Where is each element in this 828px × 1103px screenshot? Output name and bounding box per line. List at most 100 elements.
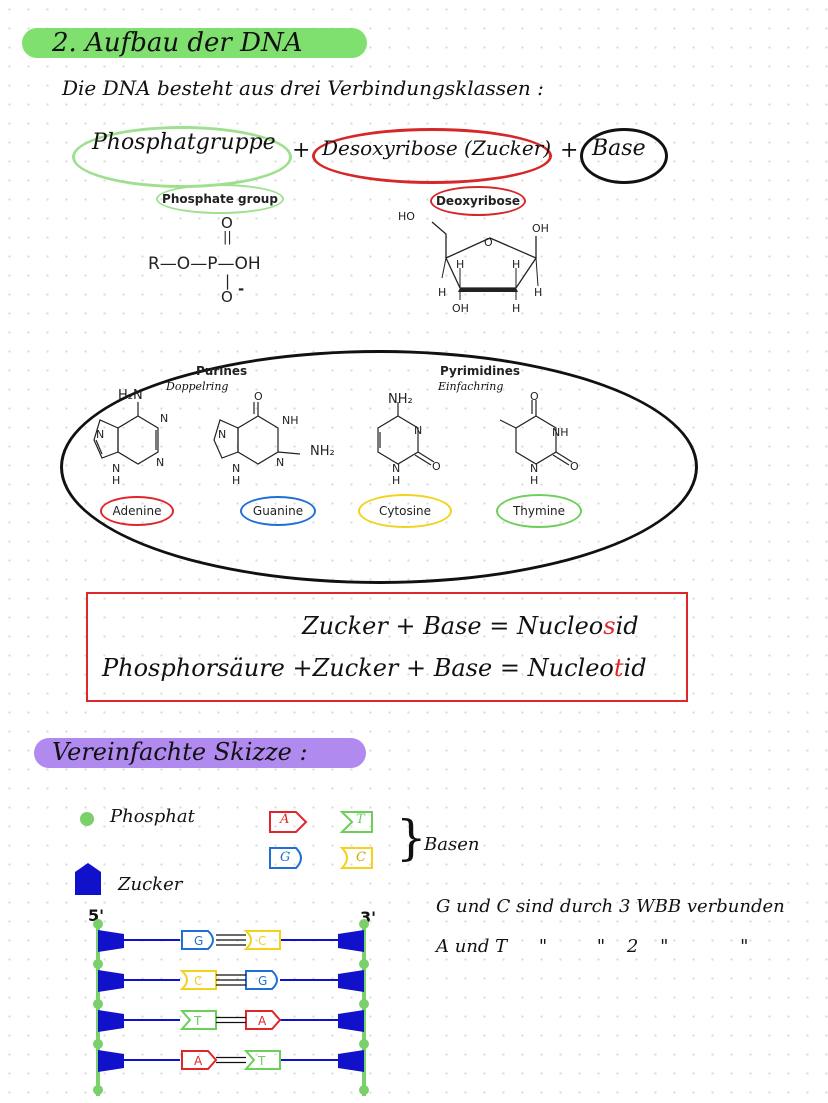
plus-1: + xyxy=(292,138,311,163)
sugar-right xyxy=(338,970,364,992)
cytosine-nh2: NH₂ xyxy=(388,392,413,407)
thymine-n: N xyxy=(530,462,539,475)
phosphate-double-bond: || xyxy=(223,230,232,245)
nucleotid-b: id xyxy=(623,654,647,682)
deoxy-h3: H xyxy=(438,286,447,299)
note-at-q3: " xyxy=(660,936,669,957)
phosphate-bottom-o: O xyxy=(221,288,233,306)
legend-phosphat: Phosphat xyxy=(110,806,195,827)
adenine-h2n: H₂N xyxy=(118,388,143,403)
legend-tag-t: T xyxy=(356,812,365,827)
guanine-nh2: NH₂ xyxy=(310,444,335,459)
sugar-oval xyxy=(312,128,552,184)
guanine-n3: N xyxy=(232,462,241,475)
base-pill-cytosine: Cytosine xyxy=(358,494,452,528)
base-pill-adenine: Adenine xyxy=(100,496,174,526)
guanine-n2: N xyxy=(276,456,285,469)
nucleosid-red: s xyxy=(603,612,616,640)
nucleosid-b: id xyxy=(615,612,639,640)
base-pill-guanine: Guanine xyxy=(240,496,316,526)
phosphate-dot xyxy=(359,1085,369,1095)
cytosine-n1: N xyxy=(414,424,423,437)
phosphate-dot xyxy=(359,919,369,929)
guanine-h: H xyxy=(232,474,241,487)
nucleotid-a: Nucleo xyxy=(527,654,614,682)
legend-tag-c: C xyxy=(356,850,366,865)
sketch-highlight xyxy=(34,738,366,768)
base-tag-letter-right: G xyxy=(258,974,267,988)
equation-nucleosid: Zucker + Base = Nucleosid xyxy=(302,612,639,640)
deoxy-ring-o: O xyxy=(484,236,493,249)
phosphate-group-label: Phosphate group xyxy=(156,184,284,214)
legend-basen: Basen xyxy=(424,834,480,855)
nucleotid-red: t xyxy=(613,654,624,682)
class-sugar: Desoxyribose (Zucker) xyxy=(322,136,552,160)
sugar-left xyxy=(98,1050,124,1072)
sugar-left xyxy=(98,970,124,992)
pyrimidines-title: Pyrimidines xyxy=(440,364,521,378)
purines-title: Purines xyxy=(196,364,248,378)
basen-brace: } xyxy=(396,810,427,866)
deoxy-h4: H xyxy=(534,286,543,299)
sugar-right xyxy=(338,1050,364,1072)
title-highlight xyxy=(22,28,367,58)
base-tag-left xyxy=(179,1010,217,1030)
sugar-right xyxy=(338,930,364,952)
note-at-q2: " xyxy=(596,936,606,957)
phosphate-row: R—O—P—OH xyxy=(148,254,261,274)
base-tag-letter-left: T xyxy=(193,1014,202,1028)
base-tags-legend xyxy=(269,811,373,869)
bases-oval xyxy=(60,350,698,584)
cytosine-h: H xyxy=(392,474,401,487)
note-at: A und T " " 2 " " xyxy=(436,936,828,957)
zucker-pentagon-icon xyxy=(75,863,101,895)
legend-tag-g: G xyxy=(280,850,291,865)
base-tag-left xyxy=(179,970,217,990)
phosphate-minus: - xyxy=(238,280,245,298)
legend-zucker: Zucker xyxy=(118,874,183,895)
sketch-title: Vereinfachte Skizze : xyxy=(52,738,308,766)
pyrimidines-note: Einfachring xyxy=(438,380,504,393)
sugar-right xyxy=(338,1010,364,1032)
phosphate-dot xyxy=(93,1039,103,1049)
sugar-left xyxy=(98,930,124,952)
guanine-o: O xyxy=(254,390,263,403)
base-tag-letter-right: T xyxy=(257,1054,266,1068)
phosphate-dot xyxy=(93,919,103,929)
base-tag-letter-left: C xyxy=(194,974,202,988)
phosphate-dot xyxy=(359,959,369,969)
deoxyribose-label: Deoxyribose xyxy=(430,186,526,216)
base-tag-letter-right: A xyxy=(258,1014,267,1028)
base-tag-letter-left: A xyxy=(194,1054,203,1068)
class-phosphate: Phosphatgruppe xyxy=(92,130,276,155)
base-tag-letter-left: G xyxy=(194,934,203,948)
phosphate-dot xyxy=(93,1085,103,1095)
base-tag-right xyxy=(245,1010,282,1030)
base-tag-left xyxy=(181,1050,218,1070)
adenine-n1: N xyxy=(160,412,169,425)
thymine-o1: O xyxy=(530,390,539,403)
note-at-label: A und T xyxy=(436,936,508,957)
deoxyribose-structure xyxy=(431,221,539,300)
thymine-nh: NH xyxy=(552,426,569,439)
phosphate-top-o: O xyxy=(221,214,233,232)
intro-text: Die DNA besteht aus drei Verbindungsklas… xyxy=(62,76,544,100)
thymine-o2: O xyxy=(570,460,579,473)
base-oval xyxy=(580,128,668,184)
adenine-h: H xyxy=(112,474,121,487)
adenine-n2: N xyxy=(96,428,105,441)
equation-box xyxy=(86,592,688,702)
deoxy-h1: H xyxy=(456,258,465,271)
word-nucleosid: Nucleosid xyxy=(517,612,639,640)
base-tag-right xyxy=(245,970,278,990)
phosphate-dot xyxy=(359,1039,369,1049)
note-at-num: 2 xyxy=(626,936,639,957)
deoxy-oh-right: OH xyxy=(532,222,549,235)
sugar-left xyxy=(98,1010,124,1032)
phosphate-dot xyxy=(359,999,369,1009)
cytosine-o: O xyxy=(432,460,441,473)
cytosine-n2: N xyxy=(392,462,401,475)
word-nucleotid: Nucleotid xyxy=(528,654,647,682)
adenine-n4: N xyxy=(112,462,121,475)
deoxy-h2: H xyxy=(512,258,521,271)
